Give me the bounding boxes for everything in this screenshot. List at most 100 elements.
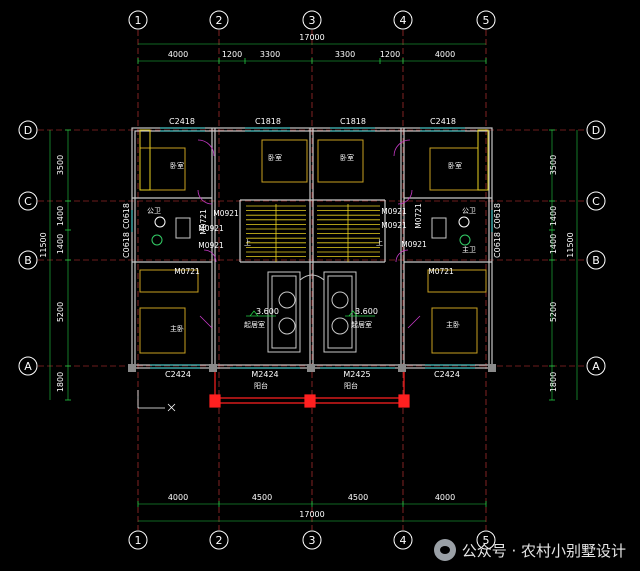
axis-bubble-right-A-label: A <box>592 360 600 373</box>
window-label-top-2: C1818 <box>255 117 281 126</box>
axis-bubble-left-D-label: D <box>24 124 32 137</box>
room-label-master-bath: 主卫 <box>462 245 476 254</box>
axis-bubble-bottom-1-label: 1 <box>135 534 142 547</box>
left-dim-2: 1400 <box>56 206 65 226</box>
door-label-right-m0921-a: M0921 <box>381 207 407 216</box>
left-dim-5: 1800 <box>56 372 65 392</box>
top-dim-6: 4000 <box>435 50 455 59</box>
door-label-right-m0721-top: M0721 <box>414 203 423 229</box>
room-label-bedroom-left: 卧室 <box>170 161 184 170</box>
top-total-dimension: 17000 <box>299 33 324 42</box>
room-label-bedroom-mid-left: 卧室 <box>268 153 282 162</box>
axis-bubble-top-2-circle <box>209 10 229 30</box>
room-label-balcony-left: 阳台 <box>254 381 268 390</box>
axis-bubble-left-C-label: C <box>24 195 32 208</box>
structural-columns <box>128 364 496 372</box>
axis-bubble-right-A-circle <box>586 356 606 376</box>
axis-bubble-left-C-circle <box>18 191 38 211</box>
axis-bubble-top-2-label: 2 <box>216 14 223 27</box>
left-dim-4: 5200 <box>56 302 65 322</box>
axis-bubble-left-B-label: B <box>24 254 32 267</box>
axis-bubble-top-4-label: 4 <box>400 14 407 27</box>
bottom-dim-2: 4500 <box>252 493 272 502</box>
axis-bubble-left-B-circle <box>18 250 38 270</box>
window-label-right-side: C0618 <box>493 203 502 229</box>
door-label-left-m0921-b: M0921 <box>198 224 224 233</box>
door-label-bottom-2: M2424 <box>251 370 278 379</box>
door-label-left-m0921-c: M0921 <box>198 241 224 250</box>
axis-bubble-top-3-circle <box>302 10 322 30</box>
furniture <box>139 129 489 354</box>
axis-bubble-bottom-1-circle <box>128 530 148 550</box>
left-dim-1: 3500 <box>56 155 65 175</box>
bottom-dim-1: 4000 <box>168 493 188 502</box>
axis-bubble-top-1-circle <box>128 10 148 30</box>
stair-up-left: 上 <box>244 238 251 247</box>
axis-bubble-top-5-label: 5 <box>483 14 490 27</box>
bathroom-fixtures <box>151 216 471 246</box>
room-label-living-right: 起居室 <box>351 320 372 329</box>
level-mark-right: 3.600 <box>355 307 378 316</box>
windows <box>131 127 493 369</box>
right-total-dimension: 11500 <box>566 232 575 257</box>
window-label-bottom-1: C2424 <box>165 370 191 379</box>
axis-bubble-bottom-4-label: 4 <box>400 534 407 547</box>
door-label-bottom-3: M2425 <box>343 370 370 379</box>
room-label-master-right: 主卧 <box>446 320 460 329</box>
window-label-right-side-2: C0618 <box>493 232 502 258</box>
axis-bubble-bottom-3-circle <box>302 530 322 550</box>
watermark: 公众号 · 农村小别墅设计 <box>433 539 626 561</box>
door-swings <box>197 139 421 329</box>
stair-up-right: 上 <box>376 238 383 247</box>
left-dim-3: 1400 <box>56 234 65 254</box>
axis-bubble-left-A-label: A <box>24 360 32 373</box>
window-label-bottom-4: C2424 <box>434 370 460 379</box>
dimension-lines <box>49 43 578 522</box>
right-dim-3: 1400 <box>549 234 558 254</box>
room-label-bathroom-right: 公卫 <box>462 207 476 215</box>
door-label-left-m0921-a: M0921 <box>213 209 239 218</box>
axis-bubble-right-B-circle <box>586 250 606 270</box>
axis-bubble-bottom-4-circle <box>393 530 413 550</box>
bottom-dim-4: 4000 <box>435 493 455 502</box>
axis-bubble-top-5-circle <box>476 10 496 30</box>
room-label-living-left: 起居室 <box>244 320 265 329</box>
door-label-right-m0921-c: M0921 <box>401 240 427 249</box>
right-dim-1: 3500 <box>549 155 558 175</box>
room-label-master-left: 主卧 <box>170 324 184 333</box>
right-dim-5: 1800 <box>549 372 558 392</box>
axis-bubble-bottom-5-circle <box>476 530 496 550</box>
window-label-left-side: C0618 <box>122 203 131 229</box>
right-dim-2: 1400 <box>549 206 558 226</box>
top-dim-5: 1200 <box>380 50 400 59</box>
bottom-dim-3: 4500 <box>348 493 368 502</box>
origin-marker <box>137 390 176 412</box>
top-dim-2: 1200 <box>222 50 242 59</box>
axis-bubble-right-D-label: D <box>592 124 600 137</box>
wechat-logo-icon <box>433 539 456 561</box>
axis-bubble-top-1-label: 1 <box>135 14 142 27</box>
axis-bubble-right-D-circle <box>586 120 606 140</box>
window-label-top-4: C2418 <box>430 117 456 126</box>
top-dim-3: 3300 <box>260 50 280 59</box>
window-label-top-1: C2418 <box>169 117 195 126</box>
axis-bubble-right-C-circle <box>586 191 606 211</box>
room-label-bathroom-left: 公卫 <box>147 207 161 215</box>
living-room-sofas <box>267 271 357 353</box>
door-label-right-m0921-b: M0921 <box>381 221 407 230</box>
axis-bubble-right-B-label: B <box>592 254 600 267</box>
room-label-bedroom-mid-right: 卧室 <box>340 153 354 162</box>
axis-bubble-left-D-circle <box>18 120 38 140</box>
balcony-railing <box>209 368 410 408</box>
window-label-top-3: C1818 <box>340 117 366 126</box>
room-label-bedroom-right: 卧室 <box>448 161 462 170</box>
left-total-dimension: 11500 <box>39 232 48 257</box>
axis-bubble-right-C-label: C <box>592 195 600 208</box>
top-dim-1: 4000 <box>168 50 188 59</box>
level-triangles <box>246 310 375 317</box>
axis-bubble-bottom-3-label: 3 <box>309 534 316 547</box>
axis-bubble-top-4-circle <box>393 10 413 30</box>
door-label-left-m0721-top: M0721 <box>199 209 208 235</box>
